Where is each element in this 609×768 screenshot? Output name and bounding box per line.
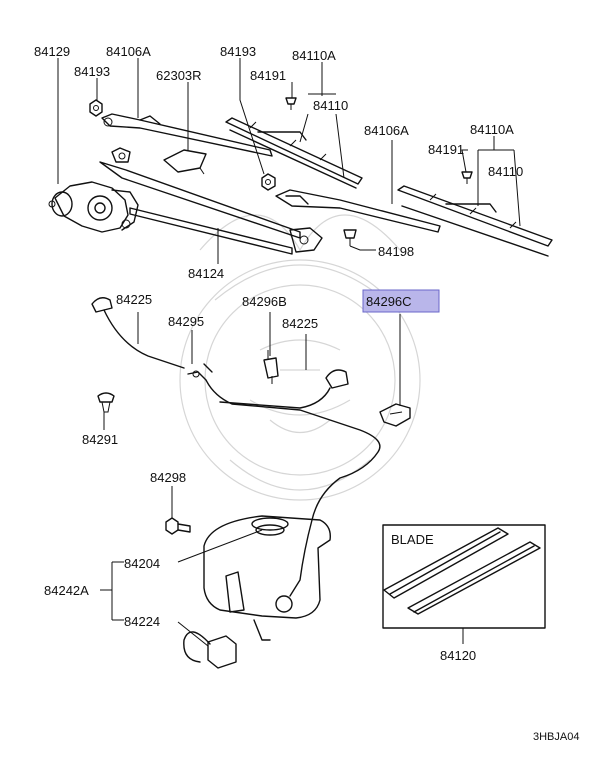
- label-84225-left[interactable]: 84225: [116, 292, 152, 307]
- wiper-linkage-rod[interactable]: [99, 147, 323, 255]
- label-84204[interactable]: 84204: [124, 556, 160, 571]
- label-84198[interactable]: 84198: [378, 244, 414, 259]
- label-84124[interactable]: 84124: [188, 266, 224, 281]
- wiper-blade-right[interactable]: [397, 185, 553, 257]
- label-84110a-right[interactable]: 84110A: [470, 122, 514, 137]
- label-84106a-left[interactable]: 84106A: [106, 44, 151, 59]
- wiper-blade-left[interactable]: [225, 117, 363, 189]
- label-84224[interactable]: 84224: [124, 614, 160, 629]
- label-84295[interactable]: 84295: [168, 314, 204, 329]
- hose-clip-84296c[interactable]: [379, 403, 411, 427]
- blade-inset-box: [382, 524, 546, 629]
- washer-motor-84224[interactable]: [183, 631, 237, 669]
- label-84225-right[interactable]: 84225: [282, 316, 318, 331]
- wiper-arm-right[interactable]: [275, 189, 441, 233]
- label-84110-left[interactable]: 84110: [313, 98, 348, 113]
- blade-refill-84120[interactable]: [383, 527, 541, 615]
- label-84298[interactable]: 84298: [150, 470, 186, 485]
- tank-cap-84204[interactable]: [255, 524, 285, 536]
- nut-84193-left[interactable]: [89, 99, 103, 117]
- screw-84191-left[interactable]: [285, 97, 297, 110]
- watermark-emblem: [179, 214, 421, 501]
- cowl-cap-62303r[interactable]: [163, 149, 207, 175]
- leader-lines: [57, 58, 521, 647]
- blade-inset-title: BLADE: [391, 532, 434, 547]
- grommet-84291[interactable]: [97, 392, 115, 413]
- wiper-motor[interactable]: [48, 181, 139, 233]
- label-84110-right[interactable]: 84110: [488, 164, 523, 179]
- label-84191-right[interactable]: 84191: [428, 142, 464, 157]
- washer-nozzle-left[interactable]: [91, 297, 185, 369]
- bolt-84298[interactable]: [165, 517, 191, 535]
- nut-84193-center[interactable]: [261, 173, 276, 191]
- label-62303r[interactable]: 62303R: [156, 68, 202, 83]
- label-84296c[interactable]: 84296C: [366, 294, 412, 309]
- label-84296b[interactable]: 84296B: [242, 294, 287, 309]
- label-84106a-right[interactable]: 84106A: [364, 123, 409, 138]
- label-84242a[interactable]: 84242A: [44, 583, 89, 598]
- label-84291[interactable]: 84291: [82, 432, 118, 447]
- diagram-code: 3HBJA04: [533, 731, 579, 743]
- label-84193-left[interactable]: 84193: [74, 64, 110, 79]
- joint-84296b[interactable]: [263, 350, 279, 384]
- screw-84191-right[interactable]: [461, 171, 473, 184]
- label-84129[interactable]: 84129: [34, 44, 70, 59]
- label-84110a-left[interactable]: 84110A: [292, 48, 336, 63]
- part-labels: 84129 84106A 84193 84193 62303R 84110A 8…: [34, 44, 579, 743]
- washer-tank[interactable]: [203, 515, 331, 641]
- washer-nozzle-right[interactable]: [219, 369, 349, 409]
- label-84120[interactable]: 84120: [440, 648, 476, 663]
- washer-hose[interactable]: [187, 363, 381, 597]
- clip-84198[interactable]: [343, 229, 357, 246]
- label-84193-center[interactable]: 84193: [220, 44, 256, 59]
- label-84191-left[interactable]: 84191: [250, 68, 286, 83]
- wiper-arm-left[interactable]: [101, 113, 273, 157]
- highlight-84296c-box: [362, 289, 440, 313]
